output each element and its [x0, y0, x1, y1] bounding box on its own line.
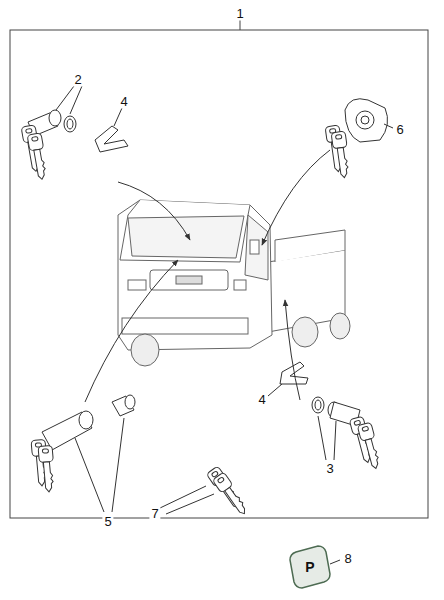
callout-number: 7 [149, 506, 160, 521]
ignition-switch [345, 99, 388, 142]
callout-number: 2 [72, 72, 83, 87]
callout-number: 4 [256, 392, 267, 407]
callout-number: 6 [394, 122, 405, 137]
callout-number: 8 [342, 551, 353, 566]
callout-number: 4 [118, 94, 129, 109]
callout-number: 5 [102, 514, 113, 529]
kit-frame [10, 30, 428, 518]
icon-letter: P [303, 559, 316, 575]
callout-number: 3 [324, 461, 335, 476]
parking-sticker [290, 546, 330, 588]
leader-line [240, 20, 241, 30]
truck [118, 200, 350, 366]
callout-number: 1 [234, 6, 245, 21]
